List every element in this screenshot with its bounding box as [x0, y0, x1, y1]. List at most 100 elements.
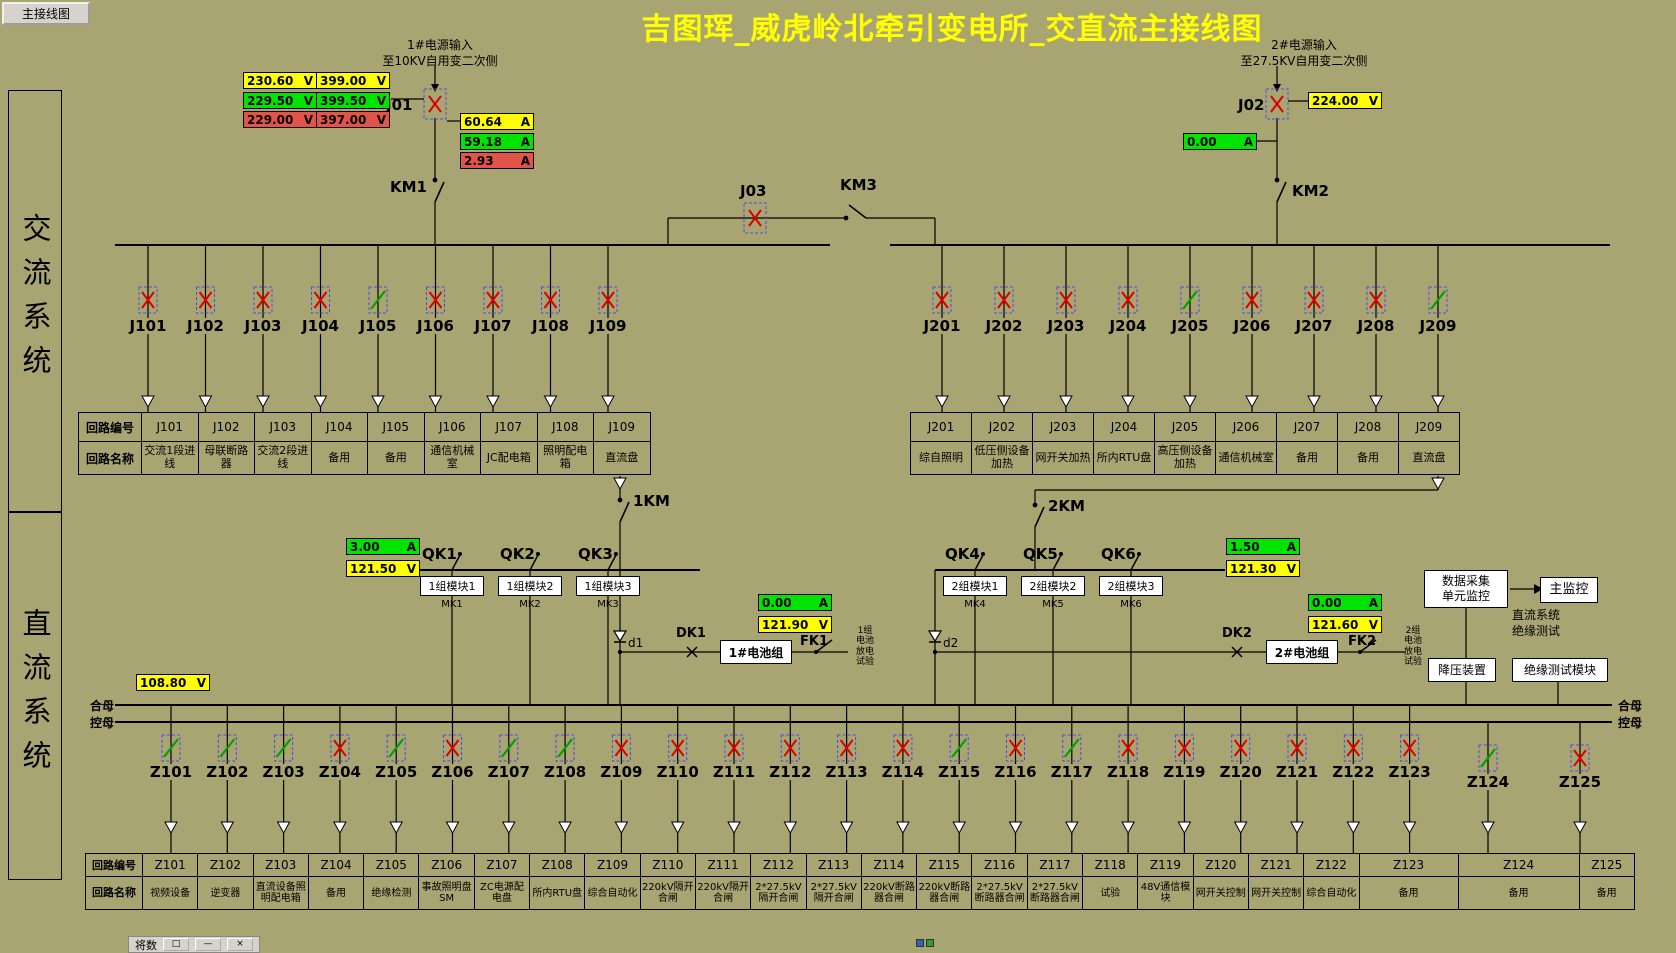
switch-1KM-label: 1KM: [633, 492, 670, 510]
breaker-symbol-J102[interactable]: [196, 286, 215, 314]
battery-group-1[interactable]: 1#电池组: [720, 640, 792, 664]
main-diagram-button[interactable]: 主接线图: [2, 2, 90, 25]
voltage-reducer-box[interactable]: 降压装置: [1428, 658, 1496, 682]
breaker-symbol-Z125[interactable]: [1570, 744, 1590, 772]
breaker-symbol-Z120[interactable]: [1231, 734, 1251, 762]
breaker-symbol-J207[interactable]: [1304, 286, 1324, 314]
breaker-symbol-Z103[interactable]: [274, 734, 294, 762]
breaker-symbol-J103[interactable]: [253, 286, 273, 314]
rectifier-module-6[interactable]: 2组模块3: [1099, 576, 1163, 596]
table-cell-feeder-id: Z112: [750, 853, 807, 877]
meter-value: 121.30: [1230, 561, 1277, 576]
main-monitor-box[interactable]: 主监控: [1540, 577, 1598, 603]
breaker-symbol-J201[interactable]: [932, 286, 952, 314]
blue-square-icon: [916, 939, 924, 947]
breaker-symbol-J106[interactable]: [426, 286, 445, 314]
breaker-symbol-J02[interactable]: [1265, 88, 1289, 120]
breaker-symbol-J205[interactable]: [1180, 286, 1200, 314]
table-cell-feeder-id: J107: [480, 412, 538, 442]
breaker-symbol-J208[interactable]: [1366, 286, 1386, 314]
breaker-symbol-Z108[interactable]: [555, 734, 575, 762]
meter-value: 108.80: [140, 675, 187, 690]
breaker-symbol-Z106[interactable]: [443, 734, 462, 762]
breaker-symbol-J105[interactable]: [368, 286, 388, 314]
breaker-symbol-Z122[interactable]: [1343, 734, 1363, 762]
breaker-symbol-Z109[interactable]: [611, 734, 631, 762]
breaker-symbol-Z110[interactable]: [668, 734, 688, 762]
breaker-symbol-J204[interactable]: [1118, 286, 1138, 314]
window-minimize-icon[interactable]: —: [195, 938, 221, 951]
breaker-symbol-J108[interactable]: [541, 286, 560, 314]
breaker-symbol-Z123[interactable]: [1400, 734, 1420, 762]
breaker-symbol-Z118[interactable]: [1118, 734, 1138, 762]
breaker-symbol-J104[interactable]: [311, 286, 330, 314]
table-cell-feeder-id: J205: [1154, 412, 1216, 442]
breaker-symbol-Z114[interactable]: [893, 734, 913, 762]
switch-QK2-label: QK2: [500, 545, 535, 563]
breaker-symbol-Z112[interactable]: [780, 734, 800, 762]
table-cell-feeder-id: J101: [141, 412, 199, 442]
breaker-symbol-J109[interactable]: [598, 286, 618, 314]
breaker-symbol-Z117[interactable]: [1062, 734, 1082, 762]
table-cell-feeder-id: J204: [1093, 412, 1155, 442]
rectifier-module-4[interactable]: 2组模块1: [943, 576, 1007, 596]
breaker-symbol-J101[interactable]: [138, 286, 158, 314]
breaker-symbol-Z111[interactable]: [724, 734, 744, 762]
table-cell-feeder-name: 2*27.5kV隔开合闸: [805, 876, 862, 910]
table-cell-feeder-id: Z106: [418, 853, 475, 877]
breaker-symbol-J03[interactable]: [743, 202, 767, 234]
breaker-symbol-J107[interactable]: [483, 286, 503, 314]
table-cell-feeder-name: 备用: [1457, 876, 1580, 910]
table-cell-feeder-id: Z120: [1192, 853, 1249, 877]
breaker-symbol-Z113[interactable]: [837, 734, 857, 762]
table-header-name: 回路名称: [78, 441, 142, 475]
table-cell-feeder-id: Z104: [307, 853, 365, 877]
breaker-symbol-Z107[interactable]: [499, 734, 519, 762]
breaker-symbol-J206[interactable]: [1242, 286, 1262, 314]
breaker-symbol-Z102[interactable]: [217, 734, 237, 762]
feeder-label-Z113: Z113: [824, 763, 869, 781]
switch-DK1-label: DK1: [676, 626, 706, 641]
window-close-icon[interactable]: ×: [227, 938, 253, 951]
window-restore-icon[interactable]: □: [163, 938, 189, 951]
breaker-symbol-J01[interactable]: [423, 88, 447, 120]
breaker-symbol-Z121[interactable]: [1287, 734, 1307, 762]
breaker-symbol-Z124[interactable]: [1478, 744, 1498, 772]
daq-monitor-box[interactable]: 数据采集 单元监控: [1424, 570, 1508, 608]
breaker-symbol-Z101[interactable]: [161, 734, 181, 762]
breaker-symbol-J209[interactable]: [1428, 286, 1448, 314]
meter-value: 230.60: [247, 73, 294, 88]
breaker-symbol-Z119[interactable]: [1174, 734, 1194, 762]
rectifier-module-5[interactable]: 2组模块2: [1021, 576, 1085, 596]
breaker-symbol-Z104[interactable]: [330, 734, 350, 762]
table-cell-feeder-name: 试验: [1082, 876, 1139, 910]
rectifier-module-1[interactable]: 1组模块1: [420, 576, 484, 596]
table-cell-feeder-name: 通信机械室: [423, 441, 481, 475]
table-cell-feeder-name: 照明配电箱: [536, 441, 594, 475]
table-cell-feeder-name: 备用: [1358, 876, 1459, 910]
feeder-label-Z103: Z103: [261, 763, 306, 781]
feeder-label-Z124: Z124: [1466, 773, 1510, 791]
feeder-label-J204: J204: [1106, 318, 1150, 334]
breaker-symbol-Z115[interactable]: [949, 734, 969, 762]
feeder-label-Z101: Z101: [149, 763, 193, 781]
table-cell-feeder-name: 网开关加热: [1032, 441, 1094, 475]
feeder-label-J103: J103: [241, 318, 285, 334]
breaker-symbol-J203[interactable]: [1056, 286, 1076, 314]
meter-unit: V: [818, 617, 828, 632]
feeder-label-Z116: Z116: [993, 763, 1038, 781]
table-cell-feeder-name: 所内RTU盘: [1093, 441, 1155, 475]
feeder-label-J102: J102: [183, 318, 228, 334]
rectifier-module-2[interactable]: 1组模块2: [498, 576, 562, 596]
breaker-symbol-Z105[interactable]: [386, 734, 406, 762]
rectifier-module-3[interactable]: 1组模块3: [576, 576, 640, 596]
breaker-symbol-J202[interactable]: [994, 286, 1014, 314]
battery-group-2[interactable]: 2#电池组: [1266, 640, 1338, 664]
breaker-symbol-Z116[interactable]: [1006, 734, 1025, 762]
feeder-label-J205: J205: [1168, 318, 1212, 334]
insulation-test-module-box[interactable]: 绝缘测试模块: [1512, 658, 1608, 682]
